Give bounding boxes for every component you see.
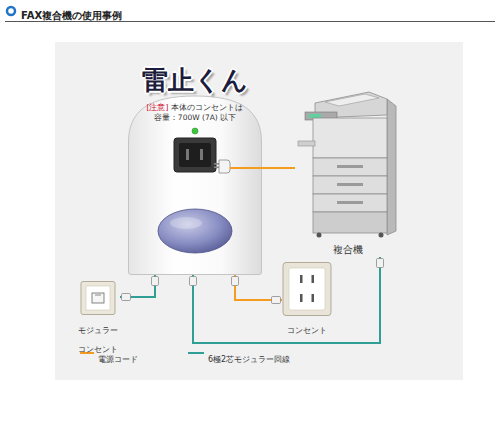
outlet-plate [283,263,331,316]
power-cord [262,167,295,169]
diagram-panel [55,42,463,380]
page-title: FAX複合機の使用事例 [21,10,122,21]
socket-face [179,143,211,167]
outlet-slot [300,275,303,283]
jack-face [86,286,110,310]
copier-output-tray [298,141,315,146]
legend-holder: 6極2芯モジュラー回線 [208,347,290,366]
legend-text: 6極2芯モジュラー回線 [208,355,290,364]
drawer-handle [337,183,363,186]
copier-display [309,114,321,118]
cable-plug [122,294,131,301]
jack-pin [95,295,101,296]
outlet-slot [312,294,315,302]
cable-plug [232,277,239,286]
label-holder: 複合機 [295,238,400,257]
socket-slot [200,149,203,160]
plug-prong [214,163,219,165]
product-logo: 雷止くん [142,65,248,95]
outlet-label: コンセント [287,326,327,335]
copier-side [387,99,396,235]
copier-drawer [313,176,387,194]
window-highlight [170,217,202,229]
housing-outline [129,96,262,275]
multifunction-printer: 複合機 [295,85,400,257]
title-rule [5,21,495,22]
outlet-face [289,268,325,310]
device-label: 複合機 [333,244,363,255]
copier-drawer [313,194,387,212]
caution-mark: [注意] [147,103,169,112]
outlet-slot [300,294,303,302]
socket-slot [186,149,189,160]
power-outlet: コンセント [282,262,332,330]
logo-holder: 雷止くん [128,66,262,96]
cable-plug [190,277,197,286]
copier-base [313,212,387,233]
drawer-handle [337,201,363,204]
legend-text: 電源コード [98,355,138,364]
plug-prong [214,167,219,169]
copier-wheel [317,233,322,238]
note-holder: [注意]本体のコンセントは 容量：700W (7A) 以下 [146,103,244,123]
title-holder: FAX複合機の使用事例 [21,4,122,23]
power-outlet-drawing [282,262,332,330]
title-bullet [7,7,15,15]
copier-body [313,118,387,158]
indicator-window [158,209,232,253]
legend-line-sample [188,352,204,354]
copier-feeder [325,94,379,106]
cable-plug [272,297,281,304]
label-holder: モジュラー コンセント [76,318,120,356]
copier-drawer [313,158,387,176]
jack-port [92,293,104,303]
jack-plate [81,282,115,315]
multifunction-printer-drawing [295,85,400,257]
jack-label: モジュラー コンセント [78,326,118,354]
cable-plug [152,277,159,286]
socket-frame [174,138,216,172]
cable-plug [377,259,384,268]
outlet-slot [312,275,315,283]
drawer-handle [337,165,363,168]
copier-wheel [379,233,384,238]
plug-body [219,160,230,173]
label-holder: コンセント [282,318,332,337]
status-lamp [192,128,198,134]
surge-protector-housing: 雷止くん [注意]本体のコンセントは 容量：700W (7A) 以下 [128,60,262,275]
modular-jack: モジュラー コンセント [76,281,120,341]
power-cord-inner [230,167,262,169]
